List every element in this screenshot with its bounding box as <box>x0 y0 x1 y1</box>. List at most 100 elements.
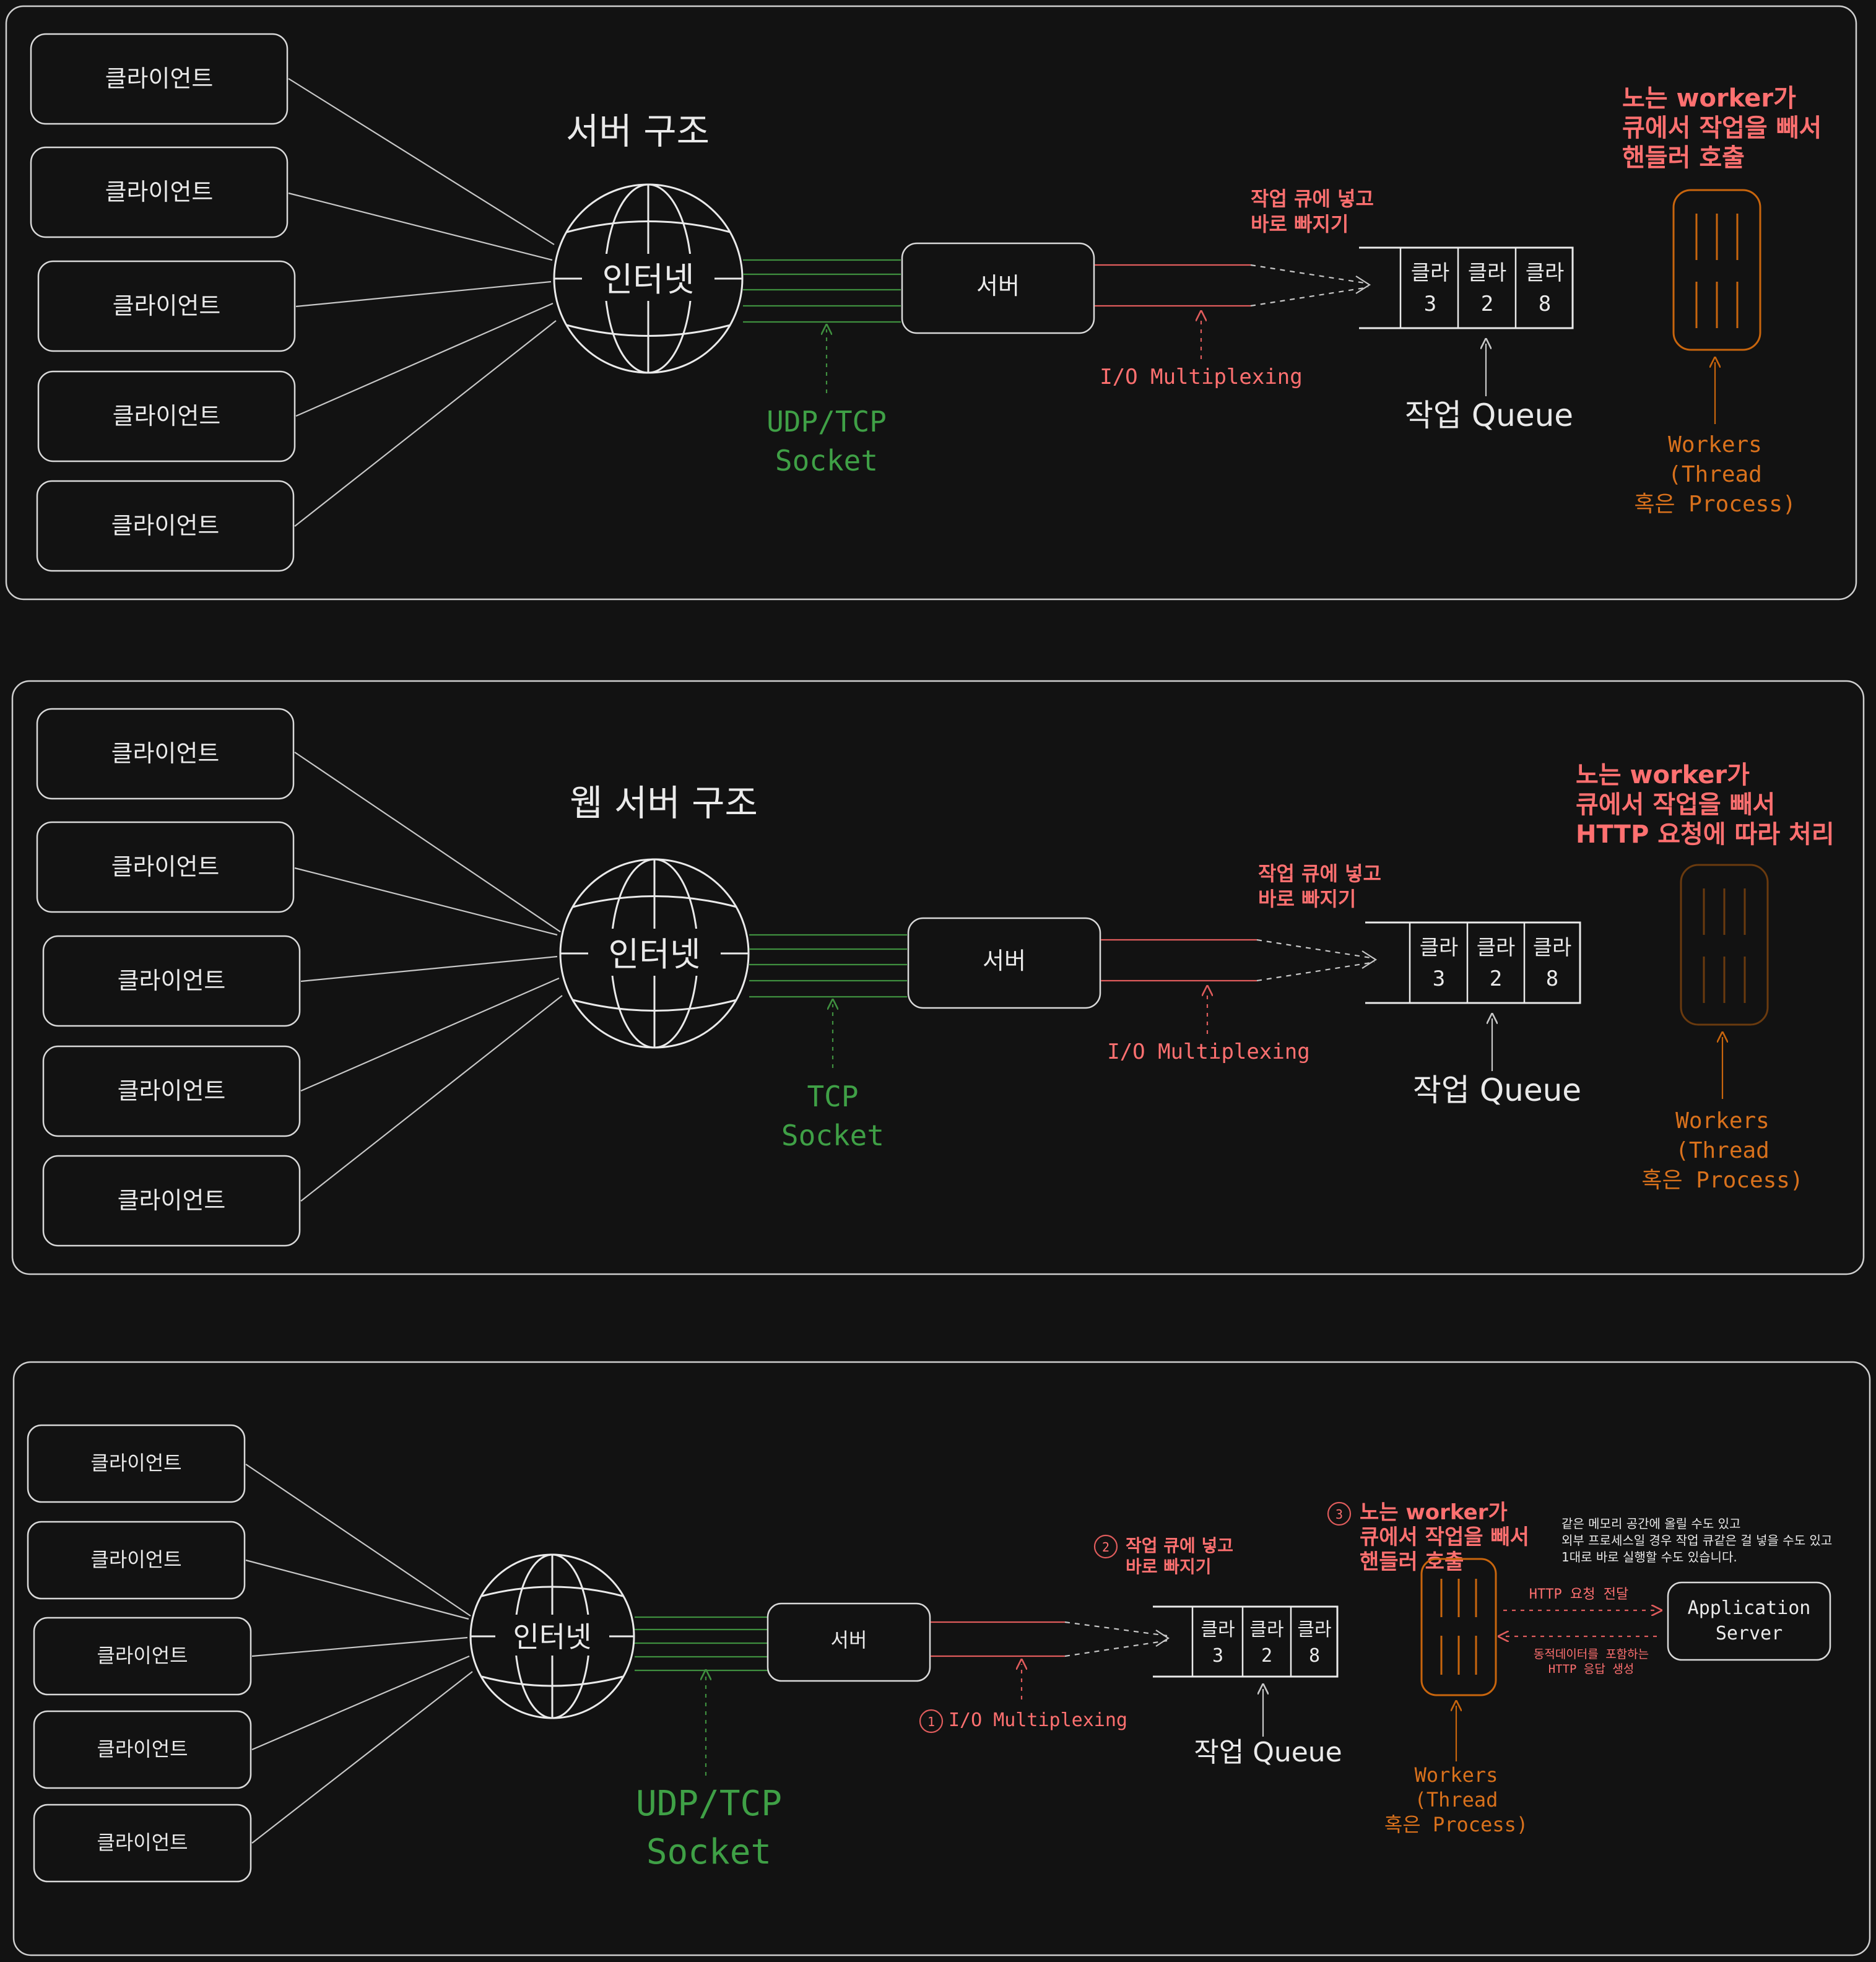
panel-server-architecture: 서버 구조 클라이언트 클라이언트 클라이언트 클라이언트 클라이언트 <box>5 5 1857 601</box>
client-connections <box>288 78 557 527</box>
socket-label-type: UDP/TCP <box>636 1784 782 1824</box>
client-box[interactable] <box>27 1521 246 1600</box>
queue-cell-client: 클라 <box>1533 935 1572 960</box>
workers-label: 혹은 Process) <box>1634 492 1796 517</box>
client-box[interactable] <box>37 370 296 462</box>
workers-label: 혹은 Process) <box>1384 1813 1528 1836</box>
queue-note: 바로 빠지기 <box>1126 1556 1212 1577</box>
worker-note: 큐에서 작업을 빼서 <box>1360 1525 1529 1550</box>
queue-note: 작업 큐에 넣고 <box>1126 1535 1233 1556</box>
panel-title: 서버 구조 <box>566 110 710 152</box>
job-queue: 클라 3 클라 2 클라 8 <box>1153 1605 1339 1737</box>
panel-web-server-architecture: 웹 서버 구조 클라이언트 클라이언트 클라이언트 클라이언트 클라이언트 <box>11 680 1865 1275</box>
client-box[interactable] <box>30 146 289 238</box>
io-multiplexing-label: I/O Multiplexing <box>949 1709 1127 1731</box>
queue-cell-number: 2 <box>1481 292 1493 316</box>
queue-note: 바로 빠지기 <box>1251 212 1348 236</box>
server-box[interactable] <box>766 1602 931 1682</box>
client-label: 클라이언트 <box>111 512 220 539</box>
client-connections <box>294 752 563 1202</box>
internet-label: 인터넷 <box>602 260 694 299</box>
http-flow <box>1503 1610 1657 1636</box>
client-label: 클라이언트 <box>97 1644 188 1667</box>
client-box[interactable] <box>36 821 295 913</box>
workers-pool <box>1672 189 1761 424</box>
client-box[interactable] <box>36 480 295 572</box>
workers-label: 혹은 Process) <box>1641 1168 1803 1193</box>
worker-note: 큐에서 작업을 빼서 <box>1622 114 1822 142</box>
workers-label: Workers <box>1415 1763 1498 1787</box>
client-box[interactable] <box>30 33 289 125</box>
server-label: 서버 <box>976 272 1020 300</box>
server-box[interactable] <box>907 917 1101 1009</box>
worker-note: 큐에서 작업을 빼서 <box>1576 791 1775 819</box>
job-queue: 클라 3 클라 2 클라 8 <box>1359 246 1574 396</box>
queue-cell-number: 2 <box>1261 1645 1272 1667</box>
internet-label: 인터넷 <box>513 1620 592 1654</box>
application-server-box[interactable] <box>1667 1581 1831 1661</box>
workers-label: Workers <box>1675 1108 1770 1134</box>
client-box[interactable] <box>42 1045 301 1137</box>
queue-cell-number: 3 <box>1433 966 1445 991</box>
io-multiplexing-label: I/O Multiplexing <box>1100 365 1303 389</box>
client-box[interactable] <box>33 1617 252 1696</box>
queue-cell-client: 클라 <box>1411 261 1450 285</box>
svg-text:3: 3 <box>1335 1507 1343 1522</box>
client-label: 클라이언트 <box>97 1831 188 1854</box>
queue-cell-client: 클라 <box>1297 1619 1331 1641</box>
socket-label-word: Socket <box>781 1119 884 1152</box>
memory-note: 외부 프로세스일 경우 작업 큐같은 걸 넣을 수도 있고 <box>1561 1533 1832 1548</box>
memory-note: 같은 메모리 공간에 올릴 수도 있고 <box>1561 1516 1740 1531</box>
client-list: 클라이언트 클라이언트 클라이언트 클라이언트 클라이언트 <box>36 708 301 1247</box>
client-list: 클라이언트 클라이언트 클라이언트 클라이언트 클라이언트 <box>27 1424 252 1883</box>
worker-note: 노는 worker가 <box>1576 761 1750 789</box>
worker-note: HTTP 요청에 따라 처리 <box>1576 820 1835 849</box>
queue-cell-number: 8 <box>1546 966 1558 991</box>
workers-label: (Thread <box>1668 462 1762 487</box>
workers-pool <box>1680 864 1769 1099</box>
worker-note: 핸들러 호출 <box>1360 1550 1464 1574</box>
queue-cell-client: 클라 <box>1526 261 1565 285</box>
worker-note: 노는 worker가 <box>1360 1500 1508 1525</box>
server-box[interactable] <box>901 242 1095 334</box>
client-label: 클라이언트 <box>105 178 214 206</box>
client-box[interactable] <box>33 1710 252 1789</box>
client-label: 클라이언트 <box>113 402 221 430</box>
io-multiplexing-label: I/O Multiplexing <box>1107 1040 1310 1064</box>
client-label: 클라이언트 <box>118 967 226 994</box>
memory-note: 1대로 바로 실행할 수도 있습니다. <box>1561 1550 1737 1565</box>
queue-cell-number: 8 <box>1309 1645 1320 1667</box>
client-box[interactable] <box>33 1804 252 1883</box>
client-box[interactable] <box>36 708 295 800</box>
client-label: 클라이언트 <box>97 1737 188 1761</box>
queue-cell-number: 3 <box>1212 1645 1223 1667</box>
queue-note: 바로 빠지기 <box>1258 887 1356 911</box>
svg-text:1: 1 <box>927 1714 935 1729</box>
client-box[interactable] <box>42 935 301 1027</box>
client-label: 클라이언트 <box>118 1187 226 1214</box>
queue-note: 작업 큐에 넣고 <box>1258 862 1381 885</box>
http-response-label: HTTP 응답 생성 <box>1548 1662 1635 1676</box>
queue-label: 작업 Queue <box>1194 1737 1342 1768</box>
http-request-label: HTTP 요청 전달 <box>1529 1587 1628 1602</box>
queue-cell-client: 클라 <box>1468 261 1507 285</box>
application-server-label: Server <box>1716 1623 1783 1644</box>
job-queue: 클라 3 클라 2 클라 8 <box>1365 921 1581 1071</box>
socket-lines <box>635 1616 768 1776</box>
client-box[interactable] <box>27 1424 246 1503</box>
panel-frame <box>11 680 1865 1275</box>
workers-label: Workers <box>1668 432 1762 458</box>
client-label: 클라이언트 <box>111 853 220 880</box>
queue-cell-number: 8 <box>1539 292 1551 316</box>
workers-label: (Thread <box>1675 1138 1770 1163</box>
queue-cell-number: 2 <box>1490 966 1502 991</box>
panel-request-flow: 클라이언트 클라이언트 클라이언트 클라이언트 클라이언트 인터넷 <box>12 1361 1871 1956</box>
workers-label: (Thread <box>1415 1788 1498 1812</box>
client-box[interactable] <box>37 260 296 352</box>
socket-label-word: Socket <box>775 444 878 477</box>
step-badge-2: 2 <box>1093 1534 1118 1559</box>
client-box[interactable] <box>42 1155 301 1247</box>
client-connections <box>245 1464 473 1844</box>
socket-label-word: Socket <box>646 1832 771 1872</box>
panel-frame <box>12 1361 1871 1956</box>
